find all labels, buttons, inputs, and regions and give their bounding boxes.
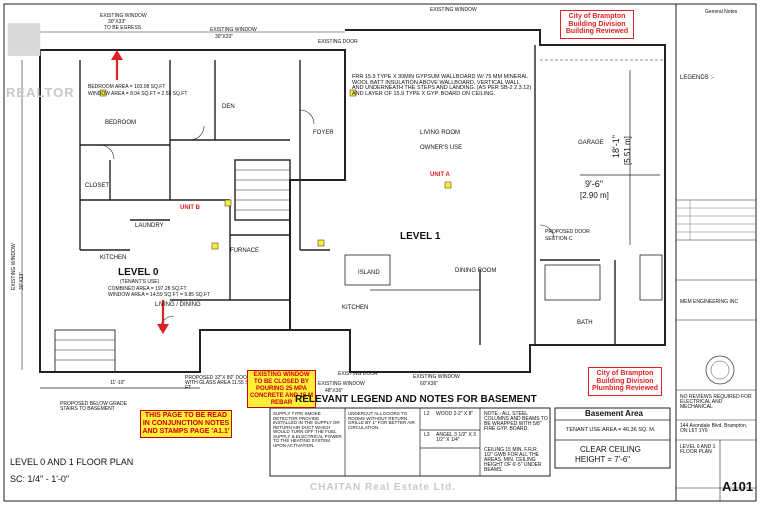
sheet-title: LEVEL 0 AND 1 FLOOR PLAN — [680, 444, 716, 455]
building-stamp-line2: Building Division — [568, 20, 626, 28]
realtor-watermark: REALTOR — [6, 85, 75, 100]
closet-label: CLOSET — [85, 183, 110, 189]
firm-note: NO REVIEWS REQUIRED FOR ELECTRICAL AND M… — [680, 394, 752, 410]
existing-window-bot2-label: EXISTING WINDOW — [413, 374, 460, 380]
realtor-logo-mark: ◼ — [4, 10, 45, 63]
brokerage-watermark: CHAITAN Real Estate Ltd. — [310, 482, 457, 493]
kitchen-level1-label: KITCHEN — [342, 305, 369, 311]
existing-window-left-label: EXISTING WINDOW — [11, 243, 17, 290]
garage-label: GARAGE — [578, 140, 604, 146]
bedroom-area-text: BEDROOM AREA = 103.08 SQ.FT — [88, 84, 166, 90]
legend-title: RELEVANT LEGEND AND NOTES FOR BASEMENT — [295, 394, 537, 405]
sheet-number: A101 — [722, 479, 754, 494]
existing-window-bot1-size: 48"X36" — [325, 388, 344, 394]
window-top-left-size: 30"X33" — [108, 19, 127, 25]
level0-title: LEVEL 0 — [118, 267, 159, 278]
clear-ceiling-height: HEIGHT = 7'-6" — [575, 455, 631, 464]
foyer-label: FOYER — [313, 130, 334, 136]
project-address: 144 Avondale Blvd, Brampton, ON L6T 1Y6 — [680, 423, 748, 434]
dining-room-label: DINING ROOM — [455, 268, 497, 274]
dim-horizontal: 9'-6" — [585, 179, 603, 189]
general-notes-heading: General Notes — [705, 9, 738, 15]
window-area-text: WINDOW AREA = 8.04 SQ.FT = 2.55 SQ.FT — [88, 91, 188, 97]
page-read-note: THIS PAGE TO BE READ IN CONJUNCTION NOTE… — [140, 410, 232, 439]
legend-smoke-detector: SUPPLY TYPE SMOKE DETECTOR PROVIDE INSTA… — [273, 411, 342, 448]
island-label: ISLAND — [358, 270, 380, 276]
window-top-left-label: EXISTING WINDOW — [100, 13, 147, 19]
legend-angle-key: L3 — [424, 432, 430, 438]
laundry-label: LAUNDRY — [135, 223, 164, 229]
building-reviewed-stamp: City of Brampton Building Division Build… — [560, 10, 634, 40]
unit-a-label: UNIT A — [430, 172, 450, 178]
window-top-mid-label: EXISTING WINDOW — [210, 27, 257, 33]
legend-undercut: UNDERCUT ALL DOORS TO ROOMS WITHOUT RETU… — [348, 411, 415, 430]
existing-door-bot-label: EXISTING DOOR — [338, 371, 378, 377]
legends-label: LEGENDS :- — [680, 75, 715, 81]
dim-vertical-metric: [5.51 m] — [623, 136, 632, 165]
tenants-use-label: (TENANT'S USE) — [120, 279, 160, 285]
unit-b-label: UNIT B — [180, 205, 200, 211]
legend-ceiling-note: CEILING 15 MIN. F.R.R. 1/2" GWB FOR ALL … — [484, 447, 542, 473]
bath-label: BATH — [577, 320, 593, 326]
existing-window-bot2-size: 60"X36" — [420, 381, 439, 387]
proposed-door-label: PROPOSED DOOR — [545, 229, 590, 235]
building-stamp-line3: Building Reviewed — [565, 28, 629, 36]
furnace-label: FURNACE — [230, 248, 260, 254]
window-closed-note: EXISTING WINDOW TO BE CLOSED BY POURING … — [247, 370, 316, 409]
level1-title: LEVEL 1 — [400, 231, 441, 242]
section-c-label: SECTION-C — [545, 236, 573, 242]
dim-horizontal-metric: [2.90 m] — [580, 191, 609, 200]
owners-use-label: OWNER'S USE — [420, 145, 463, 151]
living-dining-label: LIVING / DINING — [155, 302, 201, 308]
plan-scale: SC: 1/4" - 1'-0" — [10, 474, 70, 484]
basement-area-title: Basement Area — [585, 409, 643, 418]
firm-name: MEM ENGINEERING INC — [680, 299, 739, 305]
window-area2-text: WINDOW AREA = 14.59 SQ.FT = 9.85 SQ.FT — [108, 292, 211, 298]
plumbing-stamp-line1: City of Brampton — [596, 370, 654, 377]
existing-door-label: EXISTING DOOR — [318, 39, 358, 45]
legend-steel-note: NOTE:- ALL STEEL COLUMNS AND BEAMS TO BE… — [484, 411, 548, 432]
legend-angle: ANGEL 3 1/2" X 3 1/2" X 1/4" — [436, 432, 476, 443]
plumbing-reviewed-stamp: City of Brampton Building Division Plumb… — [588, 367, 662, 397]
building-stamp-line1: City of Brampton — [568, 13, 626, 20]
window-top-left-note: TO BE EGRESS — [104, 25, 142, 31]
legend-wood-key: L2 — [424, 411, 430, 417]
den-label: DEN — [222, 104, 235, 110]
bedroom-label: BEDROOM — [105, 120, 137, 126]
living-room-label: LIVING ROOM — [420, 130, 461, 136]
plumbing-stamp-line3: Plumbing Reviewed — [591, 385, 659, 393]
dim-vertical: 18'-1" — [611, 135, 621, 158]
dim-bottom: 11'-10" — [110, 380, 126, 386]
tenant-use-area: TENANT USE AREA = 46.36 SQ. M. — [566, 427, 656, 433]
kitchen-label: KITCHEN — [100, 255, 127, 261]
window-top-mid-size: 30"X33" — [215, 34, 234, 40]
existing-window-left-size: 30"X33" — [19, 271, 25, 290]
existing-window-bot1-label: EXISTING WINDOW — [318, 381, 365, 387]
combined-area-text: COMBINED AREA = 197.28 SQ.FT — [108, 286, 187, 292]
legend-wood: WOOD 2-2" X 8" — [436, 411, 474, 417]
clear-ceiling-label: CLEAR CEILING — [580, 445, 641, 454]
frr-note: FRR 15.9 TYPE X 30MIN GYPSUM WALLBOARD W… — [352, 74, 532, 97]
proposed-stairs-label: PROPOSED BELOW GRADE STAIRS TO BASEMENT — [60, 401, 127, 412]
plumbing-stamp-line2: Building Division — [596, 377, 654, 385]
plan-title: LEVEL 0 AND 1 FLOOR PLAN — [10, 457, 134, 467]
proposed-door-note: PROPOSED 32"X 80" DOOR WITH GLASS AREA 1… — [185, 375, 254, 391]
window-top-right-label: EXISTING WINDOW — [430, 7, 477, 13]
